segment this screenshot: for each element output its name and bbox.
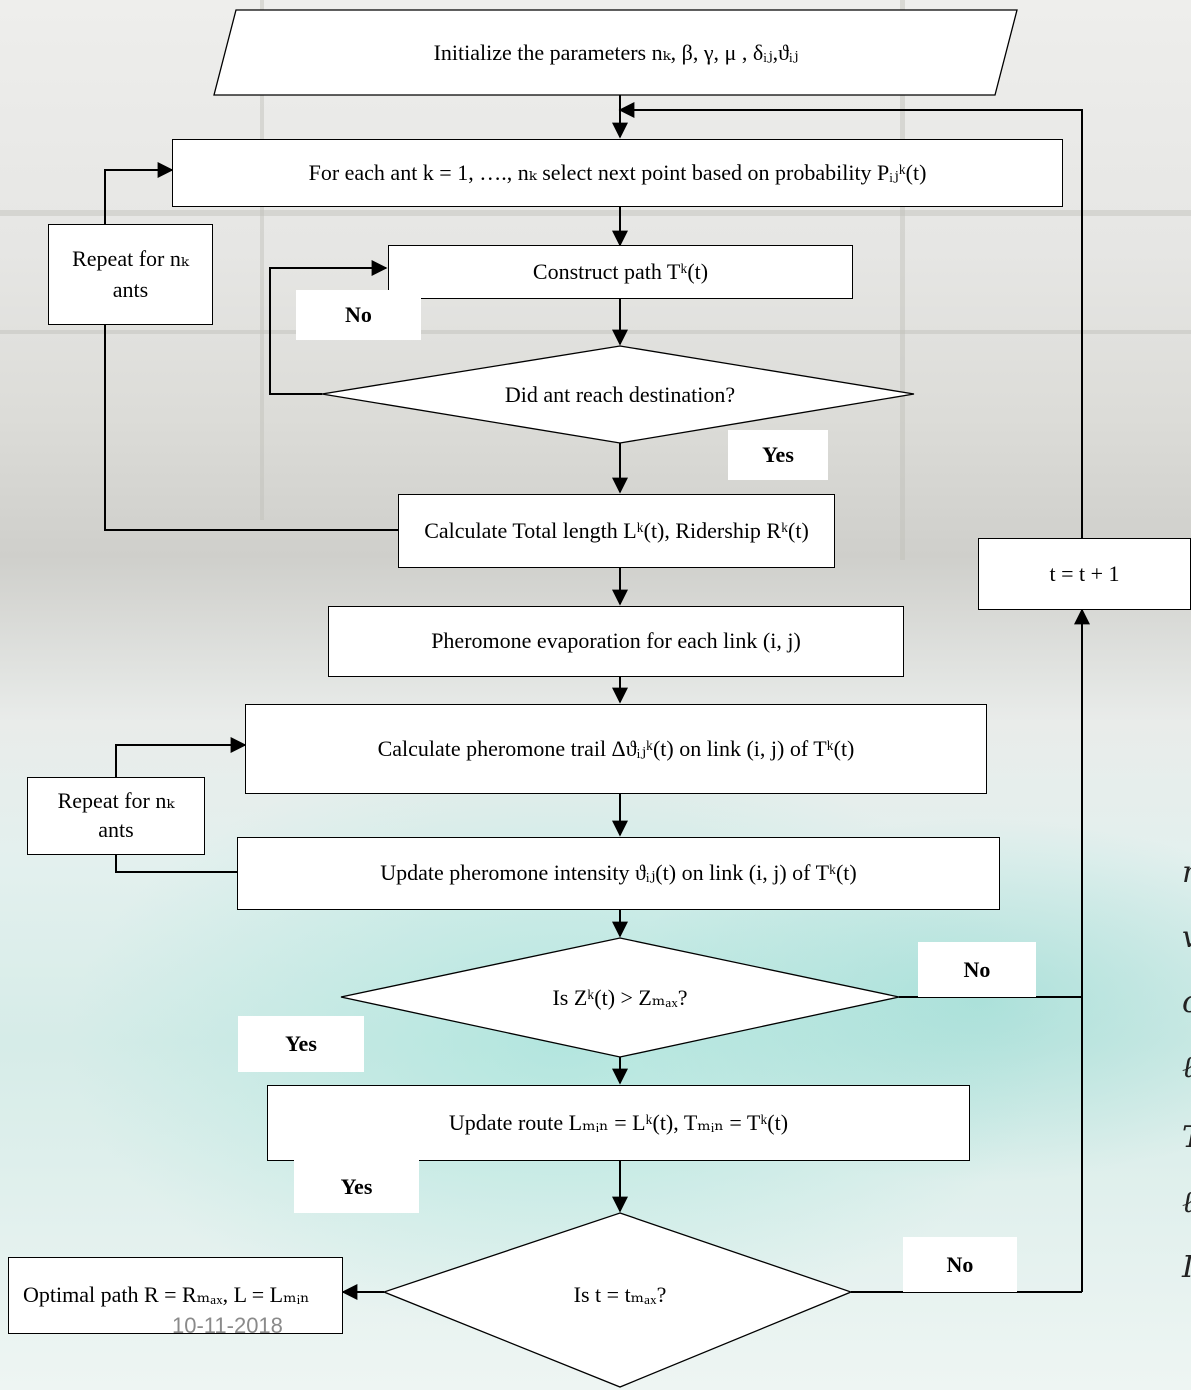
bg-beam [0, 210, 1191, 216]
decision-z-max: Is Zᵏ(t) > Zₘₐₓ? [552, 984, 688, 1010]
decision-t-max: Is t = tₘₐₓ? [573, 1281, 667, 1307]
decision-3-shape [382, 1212, 853, 1388]
calc-total-length-box: Calculate Total length Lᵏ(t), Ridership … [398, 494, 835, 568]
no-label-2: No [918, 942, 1036, 997]
side-char: ℓ [1182, 1185, 1191, 1220]
yes-label-1: Yes [728, 430, 828, 480]
repeat-box-2: Repeat for nₖ ants [27, 777, 205, 855]
construct-path-box: Construct path Tᵏ(t) [388, 245, 853, 299]
bg-pillar [260, 0, 264, 520]
update-route-box: Update route Lₘᵢₙ = Lᵏ(t), Tₘᵢₙ = Tᵏ(t) [267, 1085, 970, 1161]
optimal-path-box: Optimal path R = Rₘₐₓ, L = Lₘᵢₙ [8, 1257, 343, 1334]
side-char: c [1182, 985, 1191, 1020]
slide-date: 10-11-2018 [172, 1313, 283, 1338]
side-char: ℓ [1182, 1050, 1191, 1085]
decision-reach-destination: Did ant reach destination? [504, 381, 736, 407]
update-pheromone-intensity-box: Update pheromone intensity ϑᵢⱼ(t) on lin… [237, 837, 1000, 910]
bg-pillar [900, 0, 905, 560]
side-char: T [1182, 1120, 1191, 1155]
bg-beam [0, 330, 1191, 334]
side-char: v [1182, 920, 1191, 955]
no-label-3: No [903, 1237, 1017, 1292]
repeat-box-1: Repeat for nₖ ants [48, 224, 213, 325]
yes-label-2: Yes [238, 1016, 364, 1072]
yes-label-3: Yes [294, 1160, 419, 1213]
t-increment-box: t = t + 1 [978, 538, 1191, 610]
no-label-1: No [296, 290, 421, 340]
init-text: Initialize the parameters nₖ, β, γ, μ , … [433, 40, 799, 65]
pheromone-evaporation-box: Pheromone evaporation for each link (i, … [328, 606, 904, 677]
calc-pheromone-trail-box: Calculate pheromone trail Δϑᵢⱼᵏ(t) on li… [245, 704, 987, 794]
side-char: n [1182, 855, 1191, 890]
side-char: I [1182, 1250, 1191, 1285]
select-next-point-box: For each ant k = 1, …., nₖ select next p… [172, 139, 1063, 207]
init-shape [213, 9, 1018, 96]
